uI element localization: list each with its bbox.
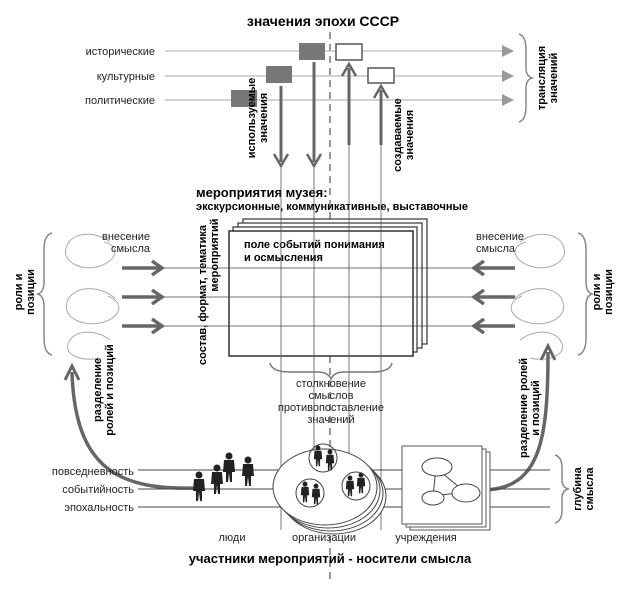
field-layer-1 — [228, 230, 414, 357]
institution-network-icon — [421, 457, 481, 506]
used-value-arrowhead-1 — [272, 153, 290, 169]
clash-label-3: противопоставление — [278, 402, 384, 414]
meaning-type-political: политические — [85, 95, 155, 107]
broadcast-label-2: значений — [548, 53, 560, 104]
created-values-label-1: создаваемые — [392, 98, 404, 172]
created-value-square-2 — [367, 67, 395, 84]
meaning-arrowhead-cultural — [502, 70, 514, 82]
carrier-people-label: люди — [219, 532, 246, 544]
field-label-2: и осмысления — [244, 252, 323, 264]
used-values-label-2: значения — [258, 93, 270, 143]
roles-swirl-right — [510, 233, 565, 360]
depth-level-epochal: эпохальность — [64, 502, 134, 514]
role-split-arrowhead-left — [63, 362, 81, 381]
bottom-title: участники мероприятий - носители смысла — [189, 551, 472, 566]
roles-left-label-2: позиции — [25, 269, 37, 315]
meaning-arrowhead-historical — [502, 45, 514, 57]
organization-people-icon — [300, 445, 366, 505]
used-values-label-1: используемые — [246, 78, 258, 159]
meaning-in-left-1: внесение — [102, 231, 150, 243]
roles-right-label-1: роли и — [591, 274, 603, 311]
role-split-arrow-right — [484, 351, 550, 492]
meaning-type-historical: исторические — [86, 46, 155, 58]
carrier-institutions-label: учреждения — [395, 532, 456, 544]
clash-label-4: значений — [307, 414, 354, 426]
roles-right-label-2: позиции — [603, 269, 615, 315]
meaning-in-right-1: внесение — [476, 231, 524, 243]
depth-label-1: глубина — [572, 466, 584, 510]
meaning-in-right-2: смысла — [476, 243, 516, 255]
role-split-arrow-left — [70, 371, 196, 490]
meaning-in-arrows-left — [122, 259, 166, 335]
museum-events-title: мероприятия музея: — [196, 185, 328, 200]
used-value-square-2 — [266, 66, 292, 83]
depth-level-eventful: событийность — [62, 484, 134, 496]
meaning-type-cultural: культурные — [97, 71, 155, 83]
organizations-ellipses — [272, 448, 387, 535]
clash-label-2: смыслов — [309, 390, 354, 402]
composition-label-2: мероприятий — [209, 218, 221, 291]
field-label-1: поле событий понимания — [244, 239, 385, 251]
depth-label-2: смысла — [584, 467, 596, 511]
used-value-arrowhead-2 — [305, 153, 323, 169]
created-values-label-2: значения — [404, 110, 416, 160]
broadcast-label-1: трансляция — [536, 46, 548, 110]
role-split-arrowhead-right — [539, 342, 557, 361]
meaning-in-arrows-right — [470, 259, 515, 335]
carrier-organizations-label: организации — [292, 532, 356, 544]
depth-brace — [554, 454, 571, 524]
people-figures-icon — [193, 452, 254, 501]
meaning-arrowhead-political — [502, 94, 514, 106]
roles-left-label-1: роли и — [13, 274, 25, 311]
roles-brace-right — [577, 232, 595, 356]
used-value-square-3 — [231, 90, 257, 107]
museum-events-subtitle: экскурсионные, коммуникативные, выставоч… — [196, 201, 468, 213]
role-split-left-1: разделение — [92, 358, 104, 422]
broadcast-brace — [518, 33, 535, 123]
role-split-left-2: ролей и позиций — [104, 344, 116, 436]
depth-level-everyday: повседневность — [52, 466, 134, 478]
roles-swirl-left — [65, 233, 120, 360]
composition-label-1: состав, формат, тематика — [197, 224, 209, 365]
clash-brace — [269, 362, 393, 381]
used-value-square-1 — [299, 43, 325, 60]
clash-label-1: столкновение — [296, 378, 366, 390]
role-split-right-1: разделение ролей — [518, 358, 530, 458]
roles-brace-left — [35, 232, 53, 356]
top-title: значения эпохи СССР — [247, 13, 399, 29]
created-value-arrowhead-2 — [372, 83, 390, 99]
organization-inner-circles — [295, 443, 371, 508]
created-value-arrowhead-1 — [340, 61, 358, 77]
created-value-square-1 — [335, 43, 363, 61]
role-split-right-2: и позиций — [530, 380, 542, 436]
meaning-in-left-2: смысла — [111, 243, 151, 255]
